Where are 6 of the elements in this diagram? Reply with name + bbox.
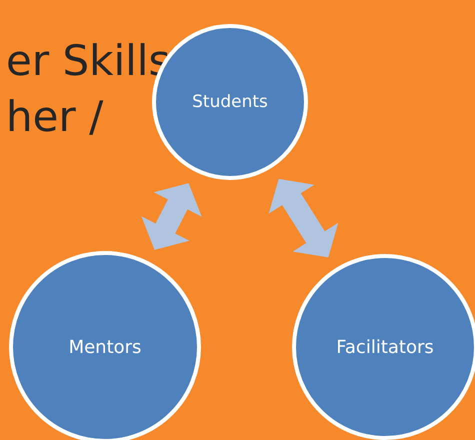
node-label: Students <box>192 92 268 112</box>
heading-text: her / <box>6 96 104 138</box>
node-label: Facilitators <box>336 336 434 358</box>
double-arrow <box>141 183 202 250</box>
double-arrow <box>268 178 338 258</box>
node-label: Mentors <box>68 336 142 358</box>
